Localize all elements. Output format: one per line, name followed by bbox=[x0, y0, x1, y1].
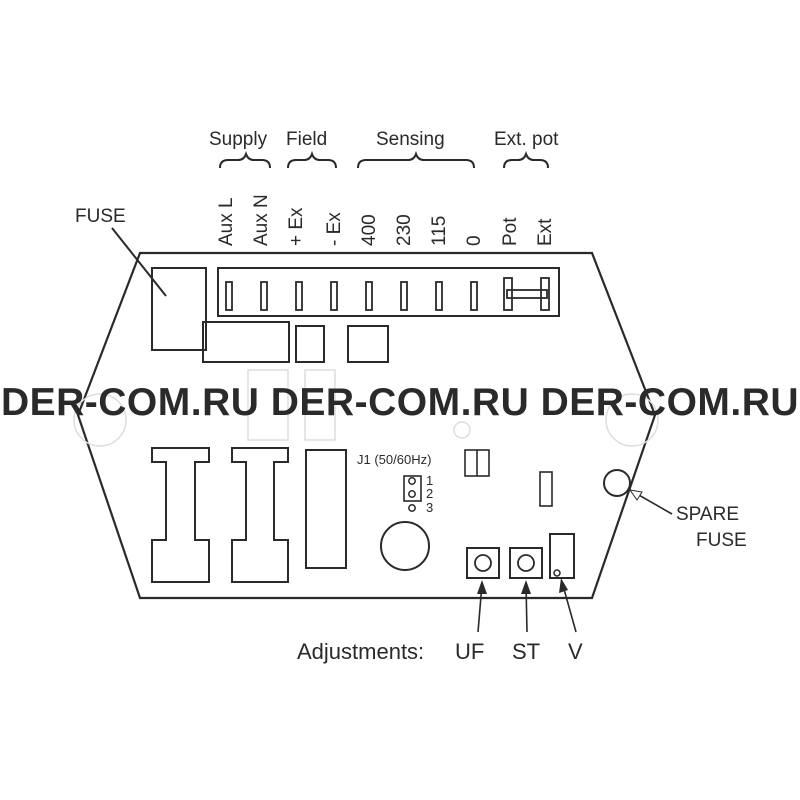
terminal-slot-aux-n bbox=[260, 281, 268, 311]
heatsink-right bbox=[231, 447, 289, 583]
jumper-pos-2: 2 bbox=[426, 486, 433, 501]
background-ghost-shapes bbox=[73, 369, 659, 447]
jumper-pos-3: 3 bbox=[426, 500, 433, 515]
terminal-slot-0 bbox=[470, 281, 478, 311]
watermark: DER-COM.RU DER-COM.RU DER-COM.RU bbox=[1, 381, 799, 424]
ic-component bbox=[305, 449, 347, 569]
brace-sensing bbox=[357, 150, 475, 169]
group-supply-label: Supply bbox=[209, 129, 268, 150]
terminal-label-pot: Pot bbox=[500, 217, 521, 246]
brace-supply bbox=[219, 150, 271, 169]
terminal-slots bbox=[225, 281, 478, 311]
adjustment-arrows bbox=[477, 578, 577, 633]
terminal-label-ext: Ext bbox=[535, 218, 556, 246]
terminal-slot-115 bbox=[435, 281, 443, 311]
group-field-label: Field bbox=[286, 129, 327, 150]
jumper-pin-3 bbox=[408, 504, 416, 512]
jumper-pos-1: 1 bbox=[426, 473, 433, 488]
board-outline bbox=[76, 251, 657, 600]
pot-st[interactable] bbox=[509, 547, 543, 579]
terminal-label-plus-ex: + Ex bbox=[286, 207, 307, 246]
adjustments-label: Adjustments: bbox=[297, 639, 424, 664]
fuse-label: FUSE bbox=[75, 206, 126, 227]
terminal-labels: Aux L Aux N + Ex - Ex 400 230 115 0 Pot … bbox=[216, 194, 556, 246]
terminal-label-115: 115 bbox=[429, 216, 450, 246]
terminal-label-400: 400 bbox=[359, 214, 380, 246]
spare-fuse-label-line2: FUSE bbox=[696, 530, 747, 551]
jumper-pin-1 bbox=[408, 477, 416, 485]
adjustment-st-label: ST bbox=[512, 639, 540, 664]
terminal-slot-plus-ex bbox=[295, 281, 303, 311]
group-ext-pot-label: Ext. pot bbox=[494, 129, 559, 150]
group-sensing-label: Sensing bbox=[376, 129, 445, 150]
terminal-strip bbox=[217, 267, 560, 317]
spare-fuse-label-line1: SPARE bbox=[676, 504, 739, 525]
jumper-pin-2 bbox=[408, 490, 416, 498]
pot-uf[interactable] bbox=[466, 547, 500, 579]
terminal-slot-400 bbox=[365, 281, 373, 311]
terminal-label-aux-l: Aux L bbox=[216, 197, 237, 246]
component-block-c bbox=[347, 325, 389, 363]
terminal-label-230: 230 bbox=[394, 214, 415, 246]
fuse-pointer-line bbox=[111, 227, 167, 297]
pot-v[interactable] bbox=[549, 533, 575, 579]
group-braces bbox=[219, 150, 549, 169]
component-block-a bbox=[202, 321, 290, 363]
terminal-label-aux-n: Aux N bbox=[251, 194, 272, 246]
jumper-block bbox=[403, 475, 422, 502]
ext-pot-link bbox=[503, 277, 550, 311]
component-block-b bbox=[295, 325, 325, 363]
adjustment-uf-label: UF bbox=[455, 639, 484, 664]
terminal-slot-230 bbox=[400, 281, 408, 311]
terminal-label-0: 0 bbox=[464, 235, 485, 246]
adjustment-v-label: V bbox=[568, 639, 583, 664]
brace-ext-pot bbox=[503, 150, 549, 169]
terminal-slot-minus-ex bbox=[330, 281, 338, 311]
fuse-holder bbox=[151, 267, 207, 351]
terminal-slot-aux-l bbox=[225, 281, 233, 311]
small-component-right bbox=[539, 471, 553, 507]
heatsink-left bbox=[151, 447, 210, 583]
capacitor bbox=[380, 521, 430, 571]
terminal-label-minus-ex: - Ex bbox=[324, 212, 345, 246]
jumper-label: J1 (50/60Hz) bbox=[357, 452, 431, 467]
spare-fuse-clip bbox=[603, 469, 631, 497]
brace-field bbox=[287, 150, 337, 169]
